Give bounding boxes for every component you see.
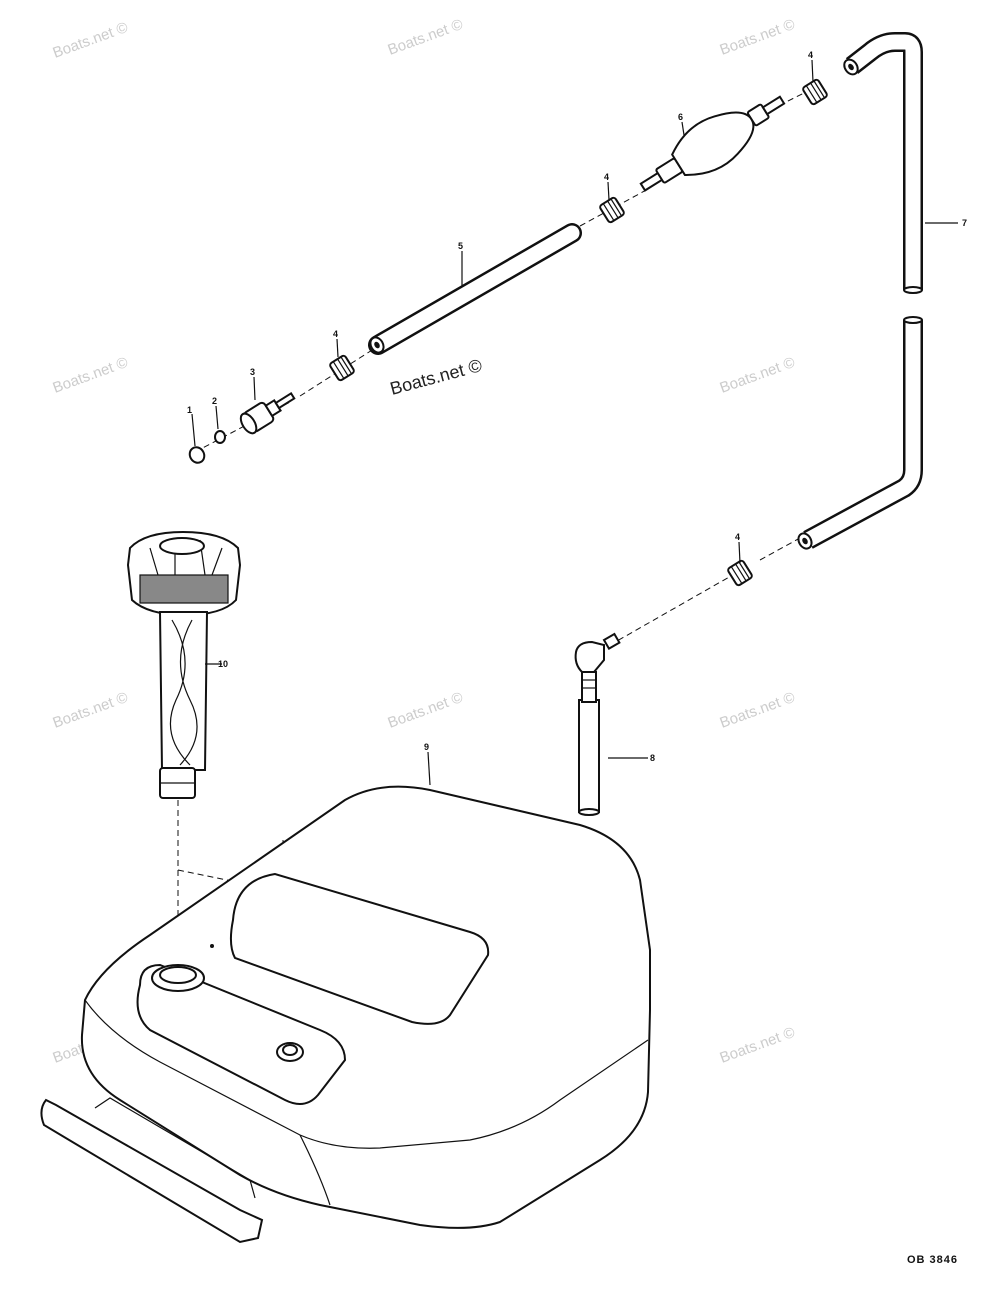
part-4-hose-clamp (599, 196, 625, 224)
part-9-fuel-tank (40, 785, 651, 1244)
part-2-o-ring (214, 430, 226, 444)
part-5-hose (368, 223, 582, 355)
watermark-text: Boats.net © (386, 689, 466, 732)
callout-4: 4 (808, 50, 813, 60)
part-4-hose-clamp (727, 559, 753, 587)
watermark-text: Boats.net © (718, 354, 798, 397)
callout-2: 2 (212, 396, 217, 406)
part-10-fuel-gauge (126, 530, 242, 799)
part-4-hose-clamp (329, 354, 355, 382)
watermark-text: Boats.net © (51, 19, 131, 62)
leader-lines (191, 59, 958, 786)
watermark-text: Boats.net © (718, 1024, 798, 1067)
watermark-text: Boats.net © (386, 16, 466, 59)
watermark-text: Boats.net © (718, 689, 798, 732)
callout-4: 4 (333, 329, 338, 339)
watermark-text: Boats.net © (51, 689, 131, 732)
callout-4: 4 (604, 172, 609, 182)
callout-labels: 1 2 3 4 5 4 6 4 7 4 8 9 10 (187, 50, 967, 763)
part-6-primer-bulb (639, 95, 786, 192)
callout-1: 1 (187, 405, 192, 415)
drawing-code: OB 3846 (907, 1254, 958, 1266)
callout-5: 5 (458, 241, 463, 251)
part-7-hose (797, 32, 923, 550)
watermark-text-center: Boats.net © (388, 355, 484, 399)
callout-6: 6 (678, 112, 683, 122)
part-8-fuel-pickup (574, 632, 621, 816)
callout-3: 3 (250, 367, 255, 377)
part-1-o-ring (188, 446, 206, 464)
callout-10: 10 (218, 659, 228, 669)
callout-8: 8 (650, 753, 655, 763)
callout-9: 9 (424, 742, 429, 752)
callout-7: 7 (962, 218, 967, 228)
part-3-connector (239, 391, 296, 435)
part-4-hose-clamp (802, 78, 828, 106)
callout-4: 4 (735, 532, 740, 542)
watermark-text: Boats.net © (51, 354, 131, 397)
watermark-text: Boats.net © (718, 16, 798, 59)
